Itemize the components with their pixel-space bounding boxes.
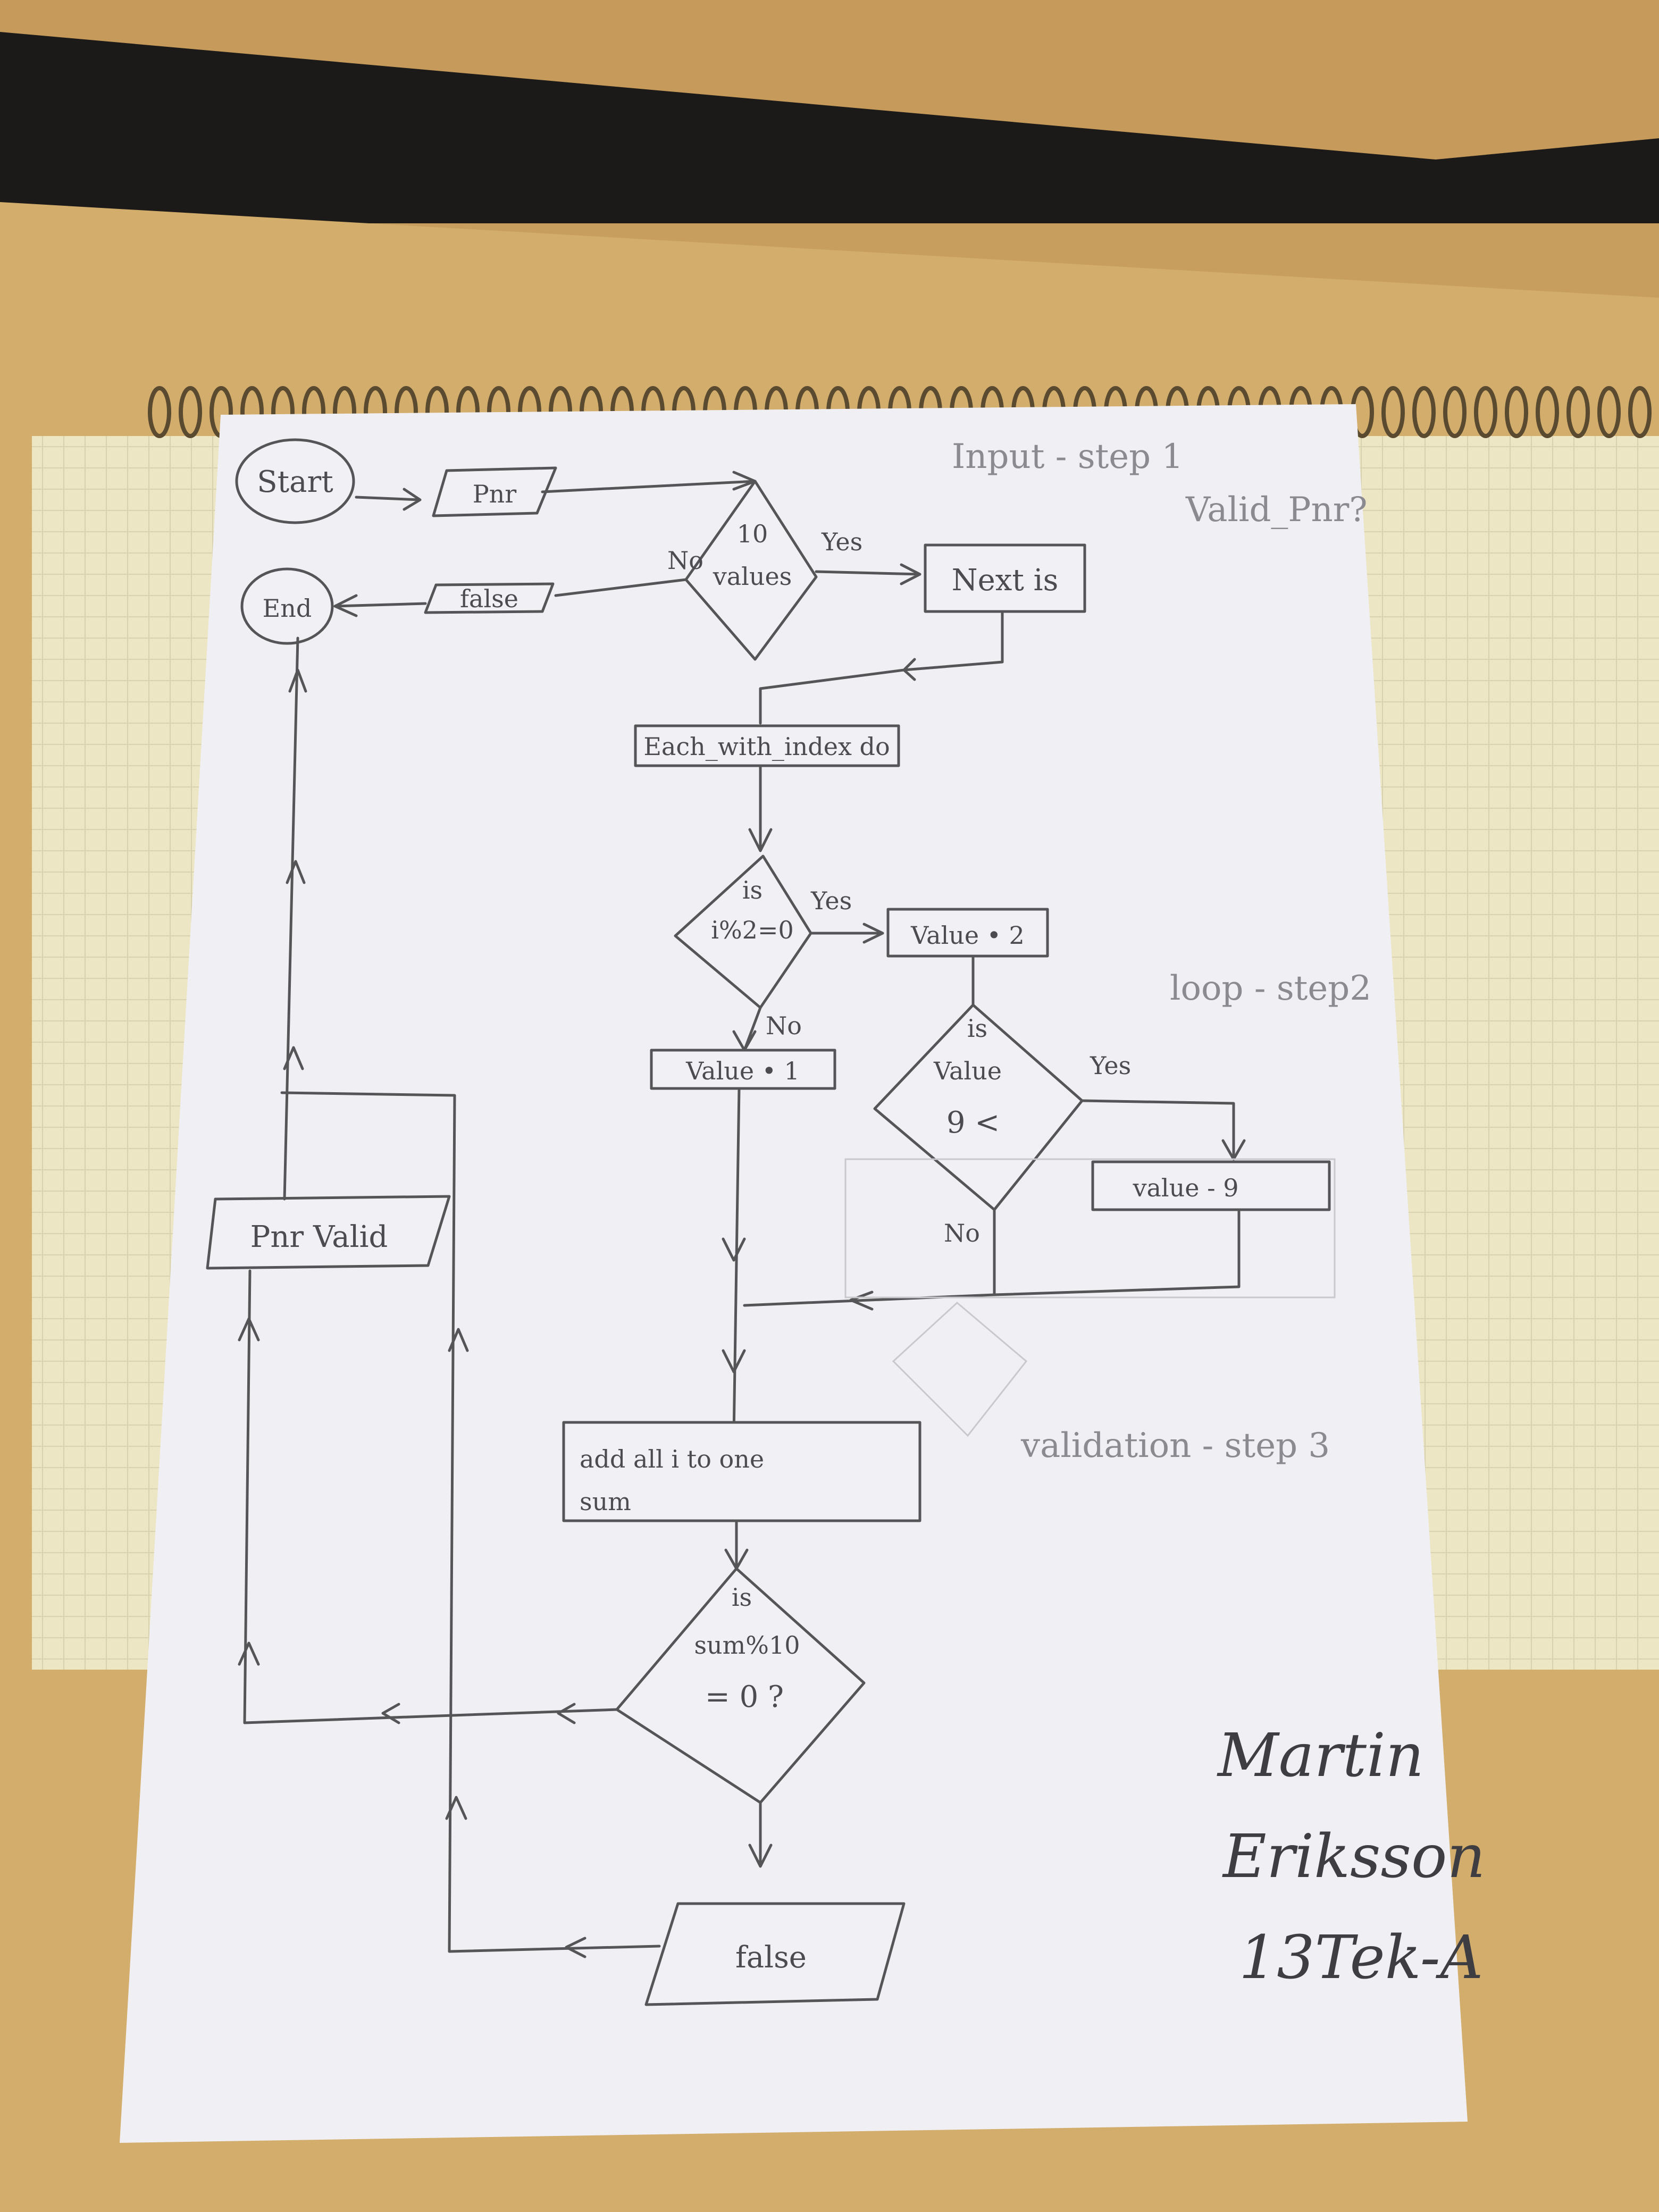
false-bottom-node [644, 1902, 906, 2006]
false-output-label: false [460, 584, 518, 613]
signature-last-name: Eriksson [1222, 1822, 1486, 1891]
false-output-node [424, 582, 555, 614]
false-bottom-label: false [735, 1940, 807, 1975]
erased-sketch-diamond [892, 1302, 1028, 1437]
decision-sum-line1: is [732, 1583, 752, 1612]
decision-i-mod-2-line2: i%2=0 [711, 916, 794, 944]
end-node [240, 567, 334, 645]
arrow-valid-path [238, 1269, 618, 1724]
no-label-1: No [667, 546, 703, 575]
decision-sum-line3: = 0 ? [705, 1680, 784, 1714]
no-label-2: No [766, 1011, 802, 1040]
margin-notes: Input - step 1 Valid_Pnr? loop - step2 v… [952, 437, 1371, 1465]
arrow-to-add [722, 1087, 746, 1437]
signature: Martin Eriksson 13Tek-A [1217, 1721, 1486, 1992]
arrow-start-pnr [355, 488, 422, 511]
value-minus-9-node [1091, 1160, 1331, 1211]
add-all-line2: sum [580, 1487, 631, 1516]
each-with-index-node [634, 724, 900, 767]
decision-value-9-line3: 9 < [946, 1105, 1000, 1140]
value-times-2-label: Value • 2 [910, 921, 1025, 950]
signature-class: 13Tek-A [1239, 1923, 1483, 1992]
paper-sheet [120, 404, 1468, 2143]
pnr-valid-node [206, 1195, 451, 1270]
each-with-index-label: Each_with_index do [643, 732, 890, 761]
note-loop-step: loop - step2 [1170, 969, 1371, 1008]
yes-label-3: Yes [1090, 1051, 1131, 1080]
note-valid-pnr: Valid_Pnr? [1185, 490, 1368, 530]
no-label-3: No [944, 1219, 980, 1247]
note-validation-step: validation - step 3 [1020, 1426, 1330, 1465]
next-step-node [924, 543, 1086, 613]
value-times-1-node [650, 1049, 836, 1090]
arrow-yes-next [815, 563, 921, 585]
arrow-valid-end [283, 636, 307, 1201]
yes-label-1: Yes [821, 527, 862, 556]
note-input-step: Input - step 1 [952, 437, 1183, 476]
flowchart: Start Pnr 10 values Yes No Next is false… [206, 438, 1336, 2006]
decision-sum-line2: sum%10 [694, 1631, 800, 1660]
arrow-yes-times2 [809, 923, 884, 944]
next-step-label: Next is [952, 563, 1059, 598]
arrow-false-loop [280, 1091, 661, 1958]
start-label: Start [257, 465, 333, 499]
start-node [235, 438, 355, 524]
pnr-valid-label: Pnr Valid [250, 1220, 388, 1254]
arrow-false-end [333, 594, 427, 617]
arrow-next-loop [759, 610, 1004, 690]
decision-value-9-line1: is [967, 1014, 987, 1043]
value-times-1-label: Value • 1 [685, 1057, 800, 1085]
arrow-sum-false [748, 1801, 773, 1868]
merge-line [743, 1208, 1241, 1311]
decision-value-9-line2: Value [933, 1057, 1002, 1085]
value-minus-9-label: value - 9 [1132, 1174, 1238, 1202]
decision-10-values-line2: values [713, 562, 792, 591]
add-all-node [562, 1421, 921, 1522]
add-all-line1: add all i to one [580, 1445, 764, 1473]
value-times-2-node [886, 908, 1049, 958]
arrow-no-false [554, 578, 688, 597]
pnr-input-node [432, 466, 557, 517]
decision-i-mod-2-line1: is [742, 876, 763, 904]
end-label: End [263, 594, 312, 623]
yes-label-2: Yes [810, 886, 852, 915]
decision-10-values-line1: 10 [737, 520, 768, 548]
erased-sketch-box [844, 1158, 1336, 1298]
signature-first-name: Martin [1217, 1721, 1424, 1790]
wooden-board [0, 0, 1659, 160]
pnr-input-label: Pnr [473, 480, 517, 508]
decision-10-values [684, 480, 818, 661]
arrow-each-decision [748, 764, 773, 852]
